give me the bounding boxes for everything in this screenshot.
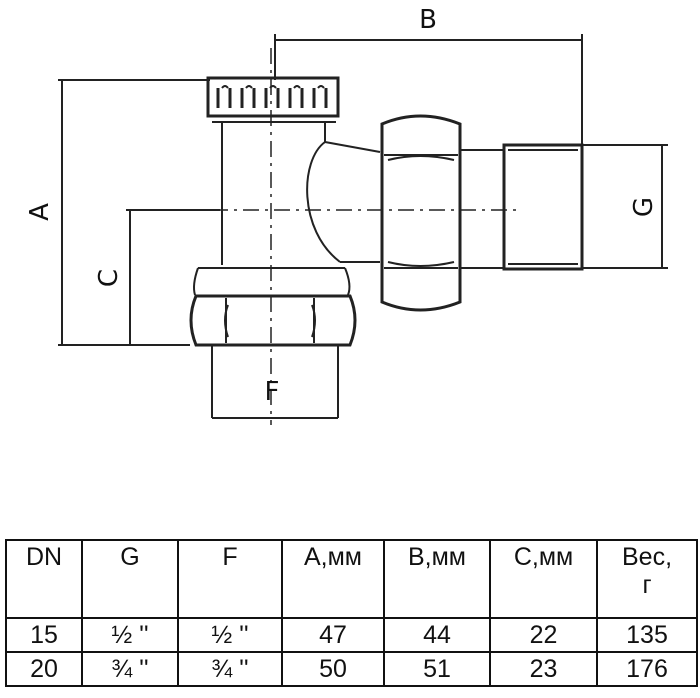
valve-cap — [206, 76, 340, 123]
header-f: F — [177, 539, 283, 619]
center-lines — [150, 48, 520, 425]
label-a: A — [25, 203, 55, 221]
header-weight: Вес, г — [596, 539, 698, 619]
side-pipe — [459, 143, 584, 271]
dimension-g — [582, 144, 668, 269]
dimension-a — [58, 79, 210, 346]
specs-table: DN G F A,мм B,мм C,мм Вес, г 15 ½ '' ½ '… — [5, 539, 698, 687]
side-nut — [380, 114, 462, 312]
dimension-b — [274, 34, 583, 145]
cell-f: ¾ '' — [177, 651, 283, 687]
header-c: C,мм — [489, 539, 598, 619]
cell-b: 51 — [383, 651, 491, 687]
label-g: G — [629, 197, 659, 217]
bottom-nut — [189, 294, 357, 347]
cell-b: 44 — [383, 617, 491, 653]
label-f: F — [265, 377, 280, 407]
cell-dn: 15 — [5, 617, 83, 653]
label-b: B — [419, 5, 437, 35]
cell-dn: 20 — [5, 651, 83, 687]
cell-c: 22 — [489, 617, 598, 653]
header-g: G — [81, 539, 179, 619]
cell-weight: 176 — [596, 651, 698, 687]
cell-g: ¾ '' — [81, 651, 179, 687]
valve-drawing: B A C G F — [25, 5, 668, 425]
table-row: 20 ¾ '' ¾ '' 50 51 23 176 — [5, 651, 698, 687]
cell-a: 47 — [281, 617, 385, 653]
bottom-pipe — [211, 345, 339, 419]
header-weight-text: Вес, г — [621, 543, 673, 599]
header-b: B,мм — [383, 539, 491, 619]
label-c: C — [94, 269, 124, 287]
table-row: 15 ½ '' ½ '' 47 44 22 135 — [5, 617, 698, 653]
cell-weight: 135 — [596, 617, 698, 653]
header-a: A,мм — [281, 539, 385, 619]
table-header-row: DN G F A,мм B,мм C,мм Вес, г — [5, 539, 698, 619]
cell-c: 23 — [489, 651, 598, 687]
cell-g: ½ '' — [81, 617, 179, 653]
dimension-c — [126, 209, 220, 345]
cell-f: ½ '' — [177, 617, 283, 653]
valve-body — [193, 122, 381, 296]
cell-a: 50 — [281, 651, 385, 687]
header-dn: DN — [5, 539, 83, 619]
